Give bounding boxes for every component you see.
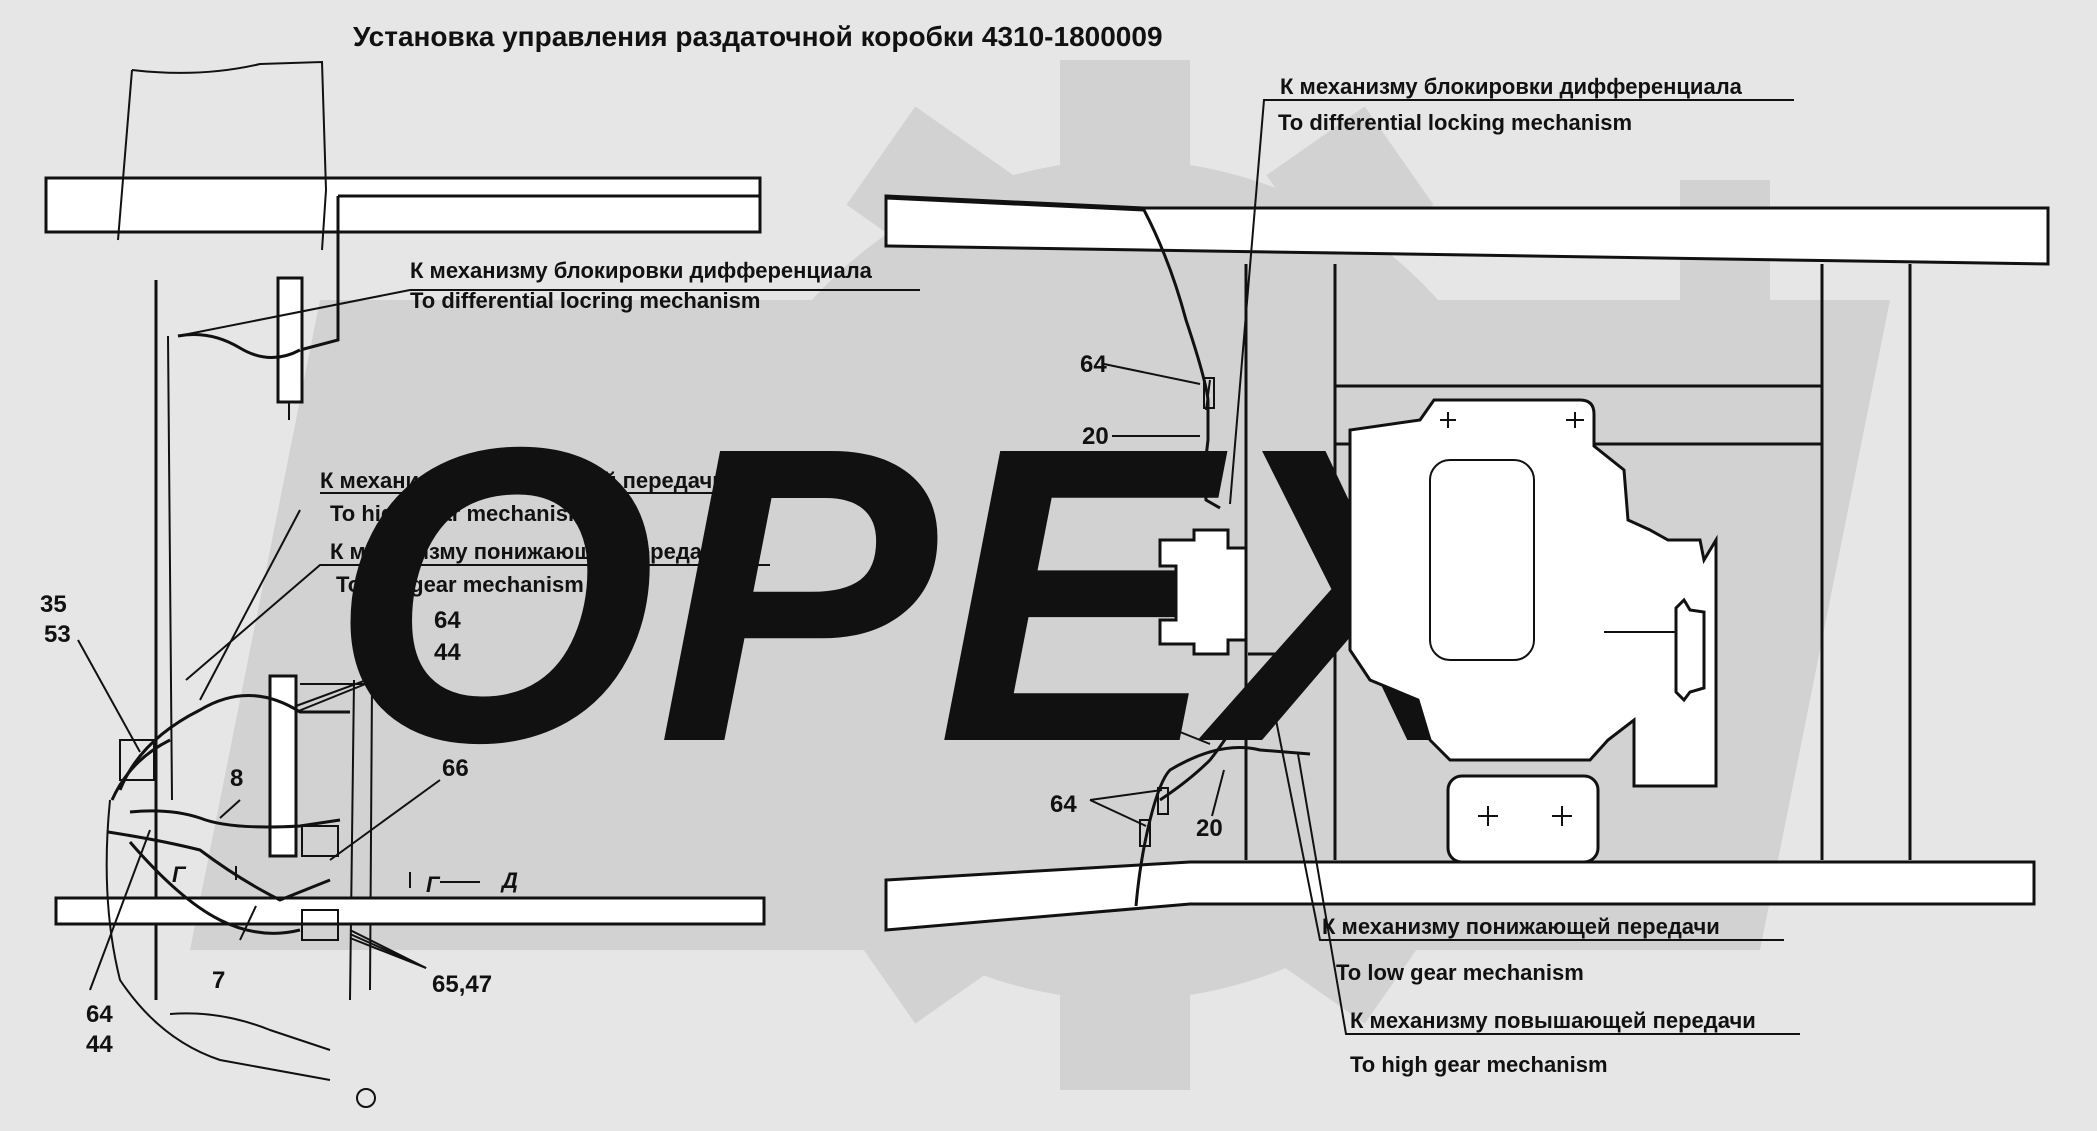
transfer-case (1348, 398, 1718, 864)
right-callouts: К механизму блокировки дифференциала To … (1278, 74, 1756, 1077)
part-number-7: 7 (212, 967, 225, 994)
callout-left-high-gear-ru: К механизму повышающей передачи (320, 468, 726, 493)
callout-left-high-gear-en: To high gear mechanism (330, 501, 588, 526)
part-number-35: 35 (40, 591, 67, 618)
right-cable-low-gear (1134, 746, 1311, 907)
section-marks: Г Г Д (172, 862, 518, 897)
right-cable-diff-lock (885, 196, 1221, 510)
callout-right-diff-lock-ru: К механизму блокировки дифференциала (1280, 74, 1743, 99)
watermark-letters: OPEX (330, 361, 1519, 830)
part-number-64-bottom: 64 (86, 1001, 113, 1028)
left-part-numbers: 35 53 64 44 8 66 7 65,47 64 44 (40, 591, 492, 1058)
part-number-44-top: 44 (434, 639, 461, 666)
callout-right-diff-lock-en: To differential locking mechanism (1278, 110, 1632, 135)
part-number-20-r1: 20 (1082, 423, 1109, 450)
callout-right-low-gear-ru: К механизму понижающей передачи (1322, 914, 1720, 939)
lower-frame-beam (54, 896, 766, 926)
section-mark-g-right: Г (426, 872, 441, 897)
section-mark-g-left: Г (172, 862, 187, 887)
callout-left-low-gear-ru: К механизму понижающей передачи (330, 539, 728, 564)
left-callouts: К механизму блокировки дифференциала To … (320, 258, 873, 597)
right-upper-frame-beam (884, 194, 2050, 266)
part-number-66: 66 (442, 755, 469, 782)
input-flange (1158, 528, 1248, 656)
callout-left-low-gear-en: To low gear mechanism (336, 572, 584, 597)
right-part-numbers: 64 20 25 64 20 (1050, 351, 1223, 842)
part-number-64-r1: 64 (1080, 351, 1107, 378)
cab-outline (131, 60, 328, 251)
part-number-25: 25 (1112, 699, 1139, 726)
page-title: Установка управления раздаточной коробки… (353, 21, 1163, 52)
section-mark-d: Д (500, 868, 518, 893)
watermark-text: OPEX (330, 361, 1519, 830)
left-view (44, 60, 920, 1108)
callout-right-high-gear-ru: К механизму повышающей передачи (1350, 1008, 1756, 1033)
part-number-65-47: 65,47 (432, 971, 492, 998)
part-number-44-bottom: 44 (86, 1031, 113, 1058)
part-number-64-top: 64 (434, 607, 461, 634)
part-number-8: 8 (230, 765, 243, 792)
right-view (884, 99, 2050, 1035)
part-number-64-r2: 64 (1050, 791, 1077, 818)
part-number-53: 53 (44, 621, 71, 648)
upper-bracket (276, 276, 304, 404)
callout-right-high-gear-en: To high gear mechanism (1350, 1052, 1608, 1077)
upper-frame-beam (44, 176, 762, 234)
callout-left-diff-lock-ru: К механизму блокировки дифференциала (410, 258, 873, 283)
part-number-20-r2: 20 (1196, 815, 1223, 842)
callout-left-diff-lock-en: To differential locring mechanism (410, 288, 760, 313)
right-lower-frame-beam (884, 860, 2036, 932)
callout-right-low-gear-en: To low gear mechanism (1336, 960, 1584, 985)
